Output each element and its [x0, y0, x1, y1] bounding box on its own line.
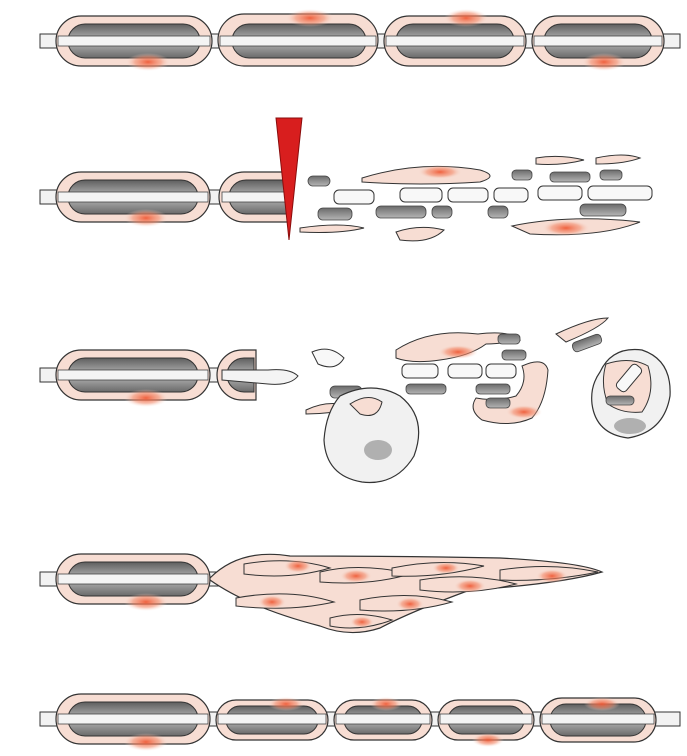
schwann-band	[210, 554, 602, 632]
schwann-segment	[56, 172, 210, 227]
panel-4-proliferation	[40, 554, 602, 633]
schwann-segment	[56, 350, 210, 407]
schwann-segment	[532, 16, 664, 71]
nucleus	[124, 733, 168, 751]
schwann-segment-cut	[217, 350, 298, 400]
nucleus	[472, 733, 504, 747]
macrophage	[324, 388, 419, 482]
schwann-segment	[384, 9, 526, 66]
schwann-segment	[56, 16, 212, 71]
schwann-segment	[216, 697, 328, 740]
nucleus	[584, 697, 620, 711]
schwann-segment	[56, 554, 210, 611]
schwann-segment	[218, 9, 378, 66]
macrophage	[592, 349, 670, 438]
nucleus	[124, 209, 168, 227]
panel-5-regenerated-fiber	[40, 694, 680, 751]
panel-3-phagocytosis	[40, 318, 670, 482]
nucleus	[444, 9, 488, 27]
schwann-segment	[438, 700, 534, 747]
nucleus	[286, 9, 334, 27]
degenerating-debris	[300, 155, 652, 241]
schwann-segment	[540, 697, 656, 742]
nucleus	[124, 389, 168, 407]
nucleus	[370, 697, 402, 711]
schwann-cluster	[396, 333, 548, 424]
panel-1-intact-fiber	[40, 9, 680, 71]
nucleus	[124, 593, 168, 611]
schwann-segment-cut	[219, 172, 290, 222]
nucleus	[268, 697, 304, 711]
nucleus	[582, 53, 626, 71]
schwann-segment	[334, 697, 432, 740]
schwann-segment	[56, 694, 210, 751]
panel-2-injury	[40, 118, 652, 241]
nucleus	[126, 53, 170, 71]
